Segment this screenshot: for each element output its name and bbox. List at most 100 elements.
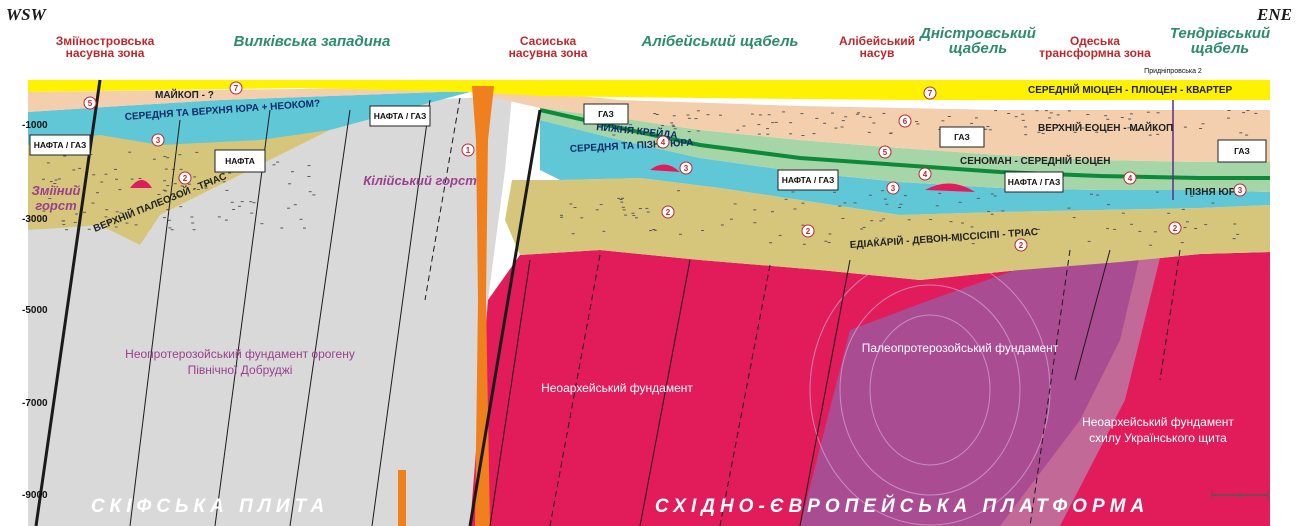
sediment-dot bbox=[631, 213, 634, 214]
sediment-dot bbox=[1147, 112, 1150, 113]
sediment-dot bbox=[179, 206, 182, 207]
sediment-dot bbox=[623, 209, 626, 210]
sediment-dot bbox=[191, 223, 194, 224]
sediment-dot bbox=[695, 118, 698, 119]
sediment-dot bbox=[929, 219, 932, 220]
sediment-dot bbox=[309, 191, 312, 192]
sediment-dot bbox=[1021, 114, 1024, 115]
sediment-dot bbox=[882, 218, 885, 219]
sediment-dot bbox=[672, 125, 675, 126]
sediment-dot bbox=[163, 156, 166, 157]
sediment-dot bbox=[312, 194, 315, 195]
sediment-dot bbox=[649, 230, 652, 231]
sediment-dot bbox=[600, 204, 603, 205]
sediment-dot bbox=[1090, 194, 1093, 195]
sediment-dot bbox=[114, 169, 117, 170]
sediment-dot bbox=[843, 202, 846, 203]
sediment-dot bbox=[260, 223, 263, 224]
sediment-dot bbox=[1233, 224, 1236, 225]
deposit-box-4-label: ГАЗ bbox=[598, 109, 614, 119]
sediment-dot bbox=[936, 205, 939, 206]
sediment-dot bbox=[1194, 228, 1197, 229]
sediment-dot bbox=[1128, 119, 1131, 120]
depth-7000: -7000 bbox=[22, 398, 48, 409]
sediment-dot bbox=[250, 213, 253, 214]
sediment-dot bbox=[1104, 115, 1107, 116]
sediment-dot bbox=[862, 116, 865, 117]
sediment-dot bbox=[948, 116, 951, 117]
numbered-circle: 1 bbox=[462, 144, 474, 156]
zone-alibeiskyi-nasuv-line2: насув bbox=[860, 46, 895, 60]
sediment-dot bbox=[970, 123, 973, 124]
sediment-dot bbox=[697, 130, 700, 131]
depth-5000: -5000 bbox=[22, 305, 48, 316]
numbered-circle-label: 2 bbox=[183, 174, 188, 183]
sediment-dot bbox=[232, 209, 235, 210]
sediment-dot bbox=[308, 165, 311, 166]
zone-alibeiskyi-shchabel: Алібейський щабель bbox=[641, 33, 799, 50]
sediment-dot bbox=[1239, 132, 1242, 133]
sediment-dot bbox=[938, 193, 941, 194]
numbered-circle: 7 bbox=[924, 87, 936, 99]
sediment-dot bbox=[885, 204, 888, 205]
sediment-dot bbox=[730, 219, 733, 220]
sediment-dot bbox=[1246, 110, 1249, 111]
sediment-dot bbox=[815, 118, 818, 119]
sediment-dot bbox=[679, 234, 682, 235]
sediment-dot bbox=[688, 118, 691, 119]
deposit-box-7-label: НАФТА / ГАЗ bbox=[1008, 177, 1061, 187]
sediment-dot bbox=[1228, 110, 1231, 111]
numbered-circle-label: 3 bbox=[156, 136, 161, 145]
sediment-dot bbox=[1086, 114, 1089, 115]
unit-upper-eocene: ВЕРХНІЙ ЕОЦЕН - МАЙКОП bbox=[1038, 121, 1173, 134]
sediment-dot bbox=[621, 198, 624, 199]
sediment-dot bbox=[174, 183, 177, 184]
sediment-dot bbox=[989, 129, 992, 130]
sediment-dot bbox=[899, 204, 902, 205]
sediment-dot bbox=[647, 212, 650, 213]
sediment-dot bbox=[238, 206, 241, 207]
sediment-dot bbox=[1015, 116, 1018, 117]
sediment-dot bbox=[116, 211, 119, 212]
sediment-dot bbox=[596, 209, 599, 210]
sediment-dot bbox=[1067, 208, 1070, 209]
sediment-dot bbox=[1204, 224, 1207, 225]
deposit-box-6: НАФТА / ГАЗ bbox=[778, 170, 838, 190]
sediment-dot bbox=[276, 162, 279, 163]
sediment-dot bbox=[1202, 123, 1205, 124]
numbered-circle: 2 bbox=[802, 225, 814, 237]
sediment-dot bbox=[707, 114, 710, 115]
sediment-dot bbox=[753, 209, 756, 210]
sediment-dot bbox=[303, 228, 306, 229]
numbered-circle-label: 3 bbox=[891, 184, 896, 193]
sediment-dot bbox=[74, 222, 77, 223]
sediment-dot bbox=[153, 159, 156, 160]
unit-maikop-q: МАЙКОП - ? bbox=[155, 88, 214, 101]
sediment-dot bbox=[104, 216, 107, 217]
sediment-dot bbox=[72, 170, 75, 171]
sediment-dot bbox=[879, 220, 882, 221]
sediment-dot bbox=[128, 152, 131, 153]
sediment-dot bbox=[1045, 110, 1048, 111]
deposit-box-6-label: НАФТА / ГАЗ bbox=[782, 175, 835, 185]
sediment-dot bbox=[823, 123, 826, 124]
sediment-dot bbox=[898, 207, 901, 208]
zone-sasykska-line2: насувна зона bbox=[509, 46, 588, 60]
sediment-dot bbox=[734, 203, 737, 204]
deposit-box-3-label: НАФТА / ГАЗ bbox=[374, 111, 427, 121]
sediment-dot bbox=[75, 214, 78, 215]
sediment-dot bbox=[1050, 112, 1053, 113]
sediment-dot bbox=[118, 189, 121, 190]
basement-paleoproterozoic: Палеопротерозойський фундамент bbox=[862, 341, 1059, 355]
numbered-circle-label: 2 bbox=[1019, 241, 1024, 250]
sediment-dot bbox=[768, 114, 771, 115]
sediment-dot bbox=[833, 192, 836, 193]
sediment-dot bbox=[687, 115, 690, 116]
numbered-circle-label: 3 bbox=[684, 164, 689, 173]
sediment-dot bbox=[602, 231, 605, 232]
sediment-dot bbox=[165, 169, 168, 170]
sediment-dot bbox=[775, 122, 778, 123]
sediment-dot bbox=[63, 156, 66, 157]
sediment-dot bbox=[96, 192, 99, 193]
sediment-dot bbox=[1024, 126, 1027, 127]
